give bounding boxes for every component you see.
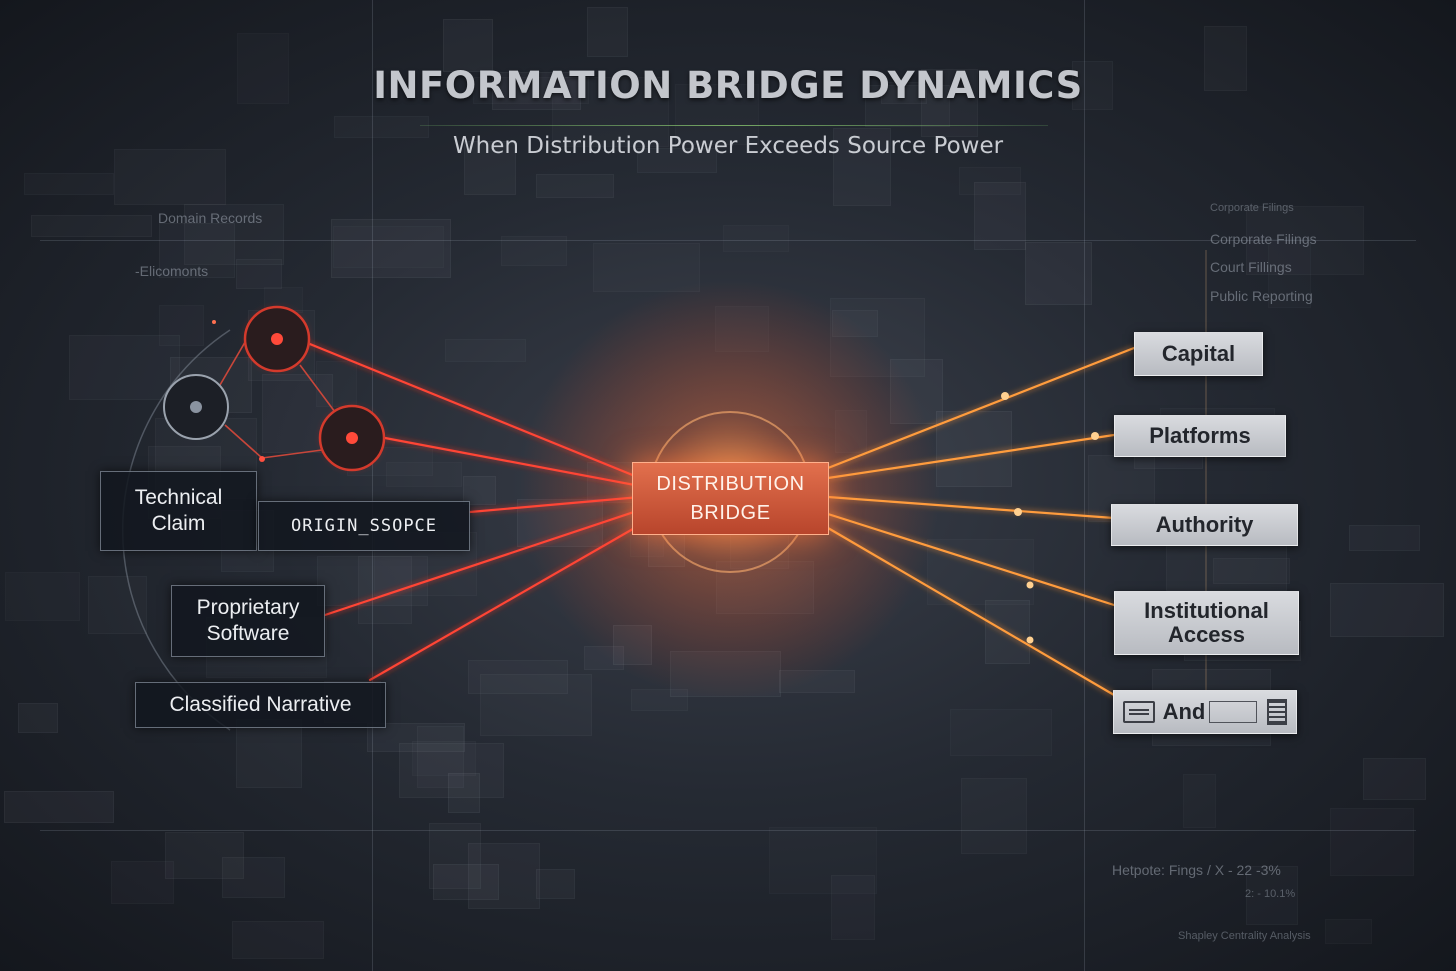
background-tile <box>417 726 464 788</box>
capital-node: Capital <box>1134 332 1263 376</box>
bridge-label-line2: BRIDGE <box>690 501 771 524</box>
background-tile <box>443 19 493 72</box>
background-tile <box>463 476 496 505</box>
background-tile <box>222 857 285 898</box>
origin-source-node: ORIGIN_SSOPCE <box>258 501 470 551</box>
background-tile <box>536 869 575 899</box>
background-tile <box>985 600 1030 664</box>
background-tile <box>334 116 429 138</box>
network-node-left-core <box>190 401 202 413</box>
background-tile <box>865 85 950 127</box>
background-tile <box>492 72 581 110</box>
background-tile <box>399 743 504 798</box>
background-tile <box>1363 758 1426 800</box>
list-icon <box>1267 699 1288 725</box>
background-tile <box>833 128 891 206</box>
background-tile <box>480 674 592 736</box>
background-tile <box>31 215 152 237</box>
background-tile <box>331 219 451 278</box>
background-tile <box>1166 542 1287 591</box>
technical-claim-node: Technical Claim <box>100 471 257 551</box>
institutional-access-node: Institutional Access <box>1114 591 1299 655</box>
background-tile <box>637 148 717 173</box>
background-tile <box>18 703 58 733</box>
right-edge-sparks <box>1001 392 1099 644</box>
link-b <box>299 364 336 413</box>
authority-node: Authority <box>1111 504 1298 546</box>
background-tile <box>468 843 540 909</box>
frame-line-right <box>1084 0 1085 971</box>
bg-text-corporate-filings-1: Corporate Filings <box>1210 202 1294 214</box>
background-tile <box>114 149 226 205</box>
right-edge-glow <box>826 344 1136 699</box>
background-tile <box>4 791 114 823</box>
left-edge-glow <box>298 336 647 684</box>
spark-1 <box>259 456 265 462</box>
background-tile <box>1330 583 1444 637</box>
bg-text-footer-stat-2: 2: - 10.1% <box>1245 888 1296 900</box>
institutional-access-line2: Access <box>1167 622 1246 647</box>
background-tile <box>536 174 614 198</box>
background-tile <box>24 173 114 195</box>
bg-text-domain-records: Domain Records <box>158 210 263 226</box>
background-tile <box>88 576 147 634</box>
background-tile <box>464 141 516 195</box>
background-tile <box>236 719 302 788</box>
proprietary-software-line1: Proprietary <box>196 596 300 619</box>
bg-text-corporate-filings-2: Corporate Filings <box>1210 231 1317 247</box>
background-tile <box>1246 206 1364 275</box>
bridge-label-line1: DISTRIBUTION <box>656 472 805 495</box>
distribution-bridge-node: DISTRIBUTION BRIDGE <box>632 462 829 535</box>
background-tile <box>974 182 1026 250</box>
background-tile <box>631 689 688 711</box>
background-tile <box>1349 525 1420 551</box>
background-tile <box>165 832 244 879</box>
link-d <box>261 449 323 459</box>
background-tile <box>1213 558 1290 584</box>
background-tile <box>1072 61 1113 110</box>
diagram-subtitle: When Distribution Power Exceeds Source P… <box>452 133 1004 159</box>
background-tile <box>159 223 235 278</box>
bg-text-footer-stat-1: Hetpote: Fings / X - 22 -3% <box>1112 862 1281 878</box>
frame-line-top <box>40 240 1416 241</box>
background-tile <box>1204 26 1247 91</box>
frame-line-left <box>372 0 373 971</box>
background-tile <box>232 921 324 959</box>
bg-text-footer-label: Shapley Centrality Analysis <box>1178 930 1311 942</box>
bg-text-public-reporting: Public Reporting <box>1210 288 1313 304</box>
frame-line-bottom <box>40 830 1416 831</box>
background-tile <box>881 82 927 104</box>
background-tile <box>429 823 481 889</box>
background-tile <box>961 778 1027 854</box>
network-node-mid-core <box>346 432 358 444</box>
background-tile <box>1246 866 1298 925</box>
background-tile <box>433 864 499 900</box>
and-label: And <box>1162 699 1206 724</box>
diagram-title: INFORMATION BRIDGE DYNAMICS <box>373 64 1083 107</box>
classified-narrative-node: Classified Narrative <box>135 682 386 728</box>
and-node: And <box>1113 690 1297 734</box>
platforms-node: Platforms <box>1114 415 1286 457</box>
bg-text-court-filings: Court Fillings <box>1210 259 1292 275</box>
background-tile <box>184 204 284 265</box>
background-tile <box>587 7 628 57</box>
bg-text-elicomonts: -Elicomonts <box>135 263 209 279</box>
background-tile <box>69 335 180 400</box>
background-tile <box>468 660 568 694</box>
document-icon <box>1122 701 1155 723</box>
technical-claim-line2: Claim <box>151 512 206 535</box>
proprietary-software-line2: Software <box>206 622 290 645</box>
link-c <box>224 424 263 459</box>
background-tile <box>448 773 480 813</box>
title-rule <box>420 125 1048 126</box>
card-icon <box>1209 701 1258 723</box>
technical-claim-line1: Technical <box>134 486 223 509</box>
background-tile <box>236 259 282 289</box>
background-tile <box>1025 242 1092 305</box>
spark-2 <box>212 320 216 324</box>
institutional-access-line1: Institutional <box>1144 598 1269 623</box>
proprietary-software-node: Proprietary Software <box>171 585 325 657</box>
network-node-top-core <box>271 333 283 345</box>
